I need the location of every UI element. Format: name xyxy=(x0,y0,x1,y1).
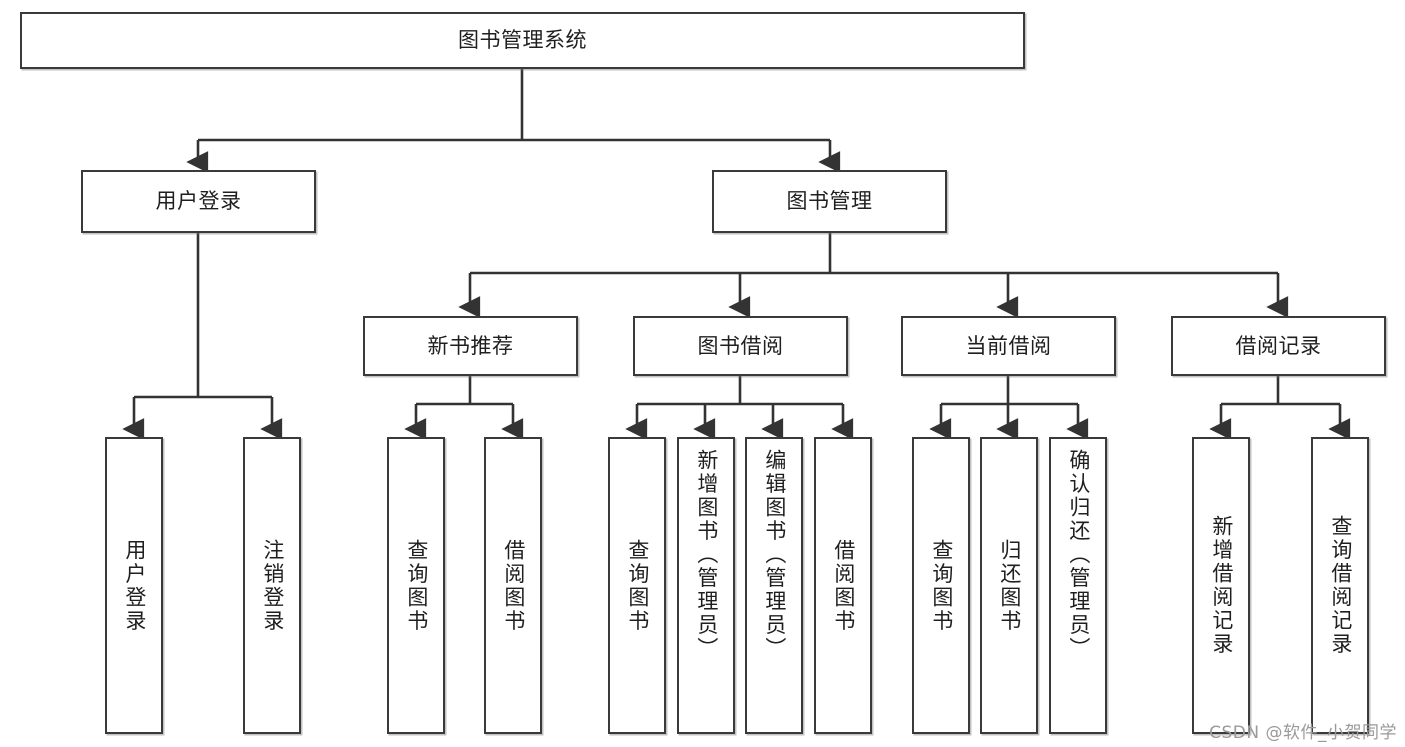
leaf-borrow-book-recommend[interactable]: 借阅图书 xyxy=(484,437,542,734)
node-label: 查询图书 xyxy=(404,538,429,633)
node-label: 查询图书 xyxy=(625,538,650,633)
node-label: 新增借阅记录 xyxy=(1209,515,1234,656)
node-label: 借阅记录 xyxy=(1235,333,1322,358)
node-label: 用户登录 xyxy=(155,189,242,214)
node-root-system[interactable]: 图书管理系统 xyxy=(20,12,1025,69)
leaf-query-book-current[interactable]: 查询图书 xyxy=(912,437,970,734)
node-current-borrow[interactable]: 当前借阅 xyxy=(901,316,1116,376)
leaf-return-book[interactable]: 归还图书 xyxy=(980,437,1038,734)
node-label: 确认归还（管理员） xyxy=(1066,449,1091,661)
node-label: 当前借阅 xyxy=(965,333,1052,358)
node-book-borrow[interactable]: 图书借阅 xyxy=(633,316,848,376)
node-label: 查询借阅记录 xyxy=(1328,515,1353,656)
node-label: 注销登录 xyxy=(260,538,285,633)
node-label: 归还图书 xyxy=(997,538,1022,633)
leaf-borrow-book[interactable]: 借阅图书 xyxy=(814,437,872,734)
node-new-book-recommend[interactable]: 新书推荐 xyxy=(363,316,578,376)
leaf-query-book-recommend[interactable]: 查询图书 xyxy=(387,437,445,734)
leaf-query-borrow-record[interactable]: 查询借阅记录 xyxy=(1311,437,1369,734)
node-label: 图书管理系统 xyxy=(458,28,587,53)
leaf-add-borrow-record[interactable]: 新增借阅记录 xyxy=(1192,437,1250,734)
node-label: 新增图书（管理员） xyxy=(694,449,719,661)
node-book-management[interactable]: 图书管理 xyxy=(712,170,947,233)
node-label: 新书推荐 xyxy=(427,333,514,358)
leaf-confirm-return-admin[interactable]: 确认归还（管理员） xyxy=(1049,437,1107,734)
leaf-logout[interactable]: 注销登录 xyxy=(243,437,301,734)
node-label: 编辑图书（管理员） xyxy=(762,449,787,661)
node-label: 图书借阅 xyxy=(697,333,784,358)
watermark-text: CSDN @软件_小贺同学 xyxy=(1209,723,1397,743)
node-label: 借阅图书 xyxy=(831,538,856,633)
node-user-login[interactable]: 用户登录 xyxy=(81,170,316,233)
leaf-user-login[interactable]: 用户登录 xyxy=(105,437,163,734)
node-borrow-record[interactable]: 借阅记录 xyxy=(1171,316,1386,376)
node-label: 图书管理 xyxy=(786,189,873,214)
node-label: 查询图书 xyxy=(929,538,954,633)
node-label: 用户登录 xyxy=(122,538,147,633)
leaf-add-book-admin[interactable]: 新增图书（管理员） xyxy=(677,437,735,734)
leaf-edit-book-admin[interactable]: 编辑图书（管理员） xyxy=(745,437,803,734)
leaf-query-book-borrow[interactable]: 查询图书 xyxy=(608,437,666,734)
node-label: 借阅图书 xyxy=(501,538,526,633)
